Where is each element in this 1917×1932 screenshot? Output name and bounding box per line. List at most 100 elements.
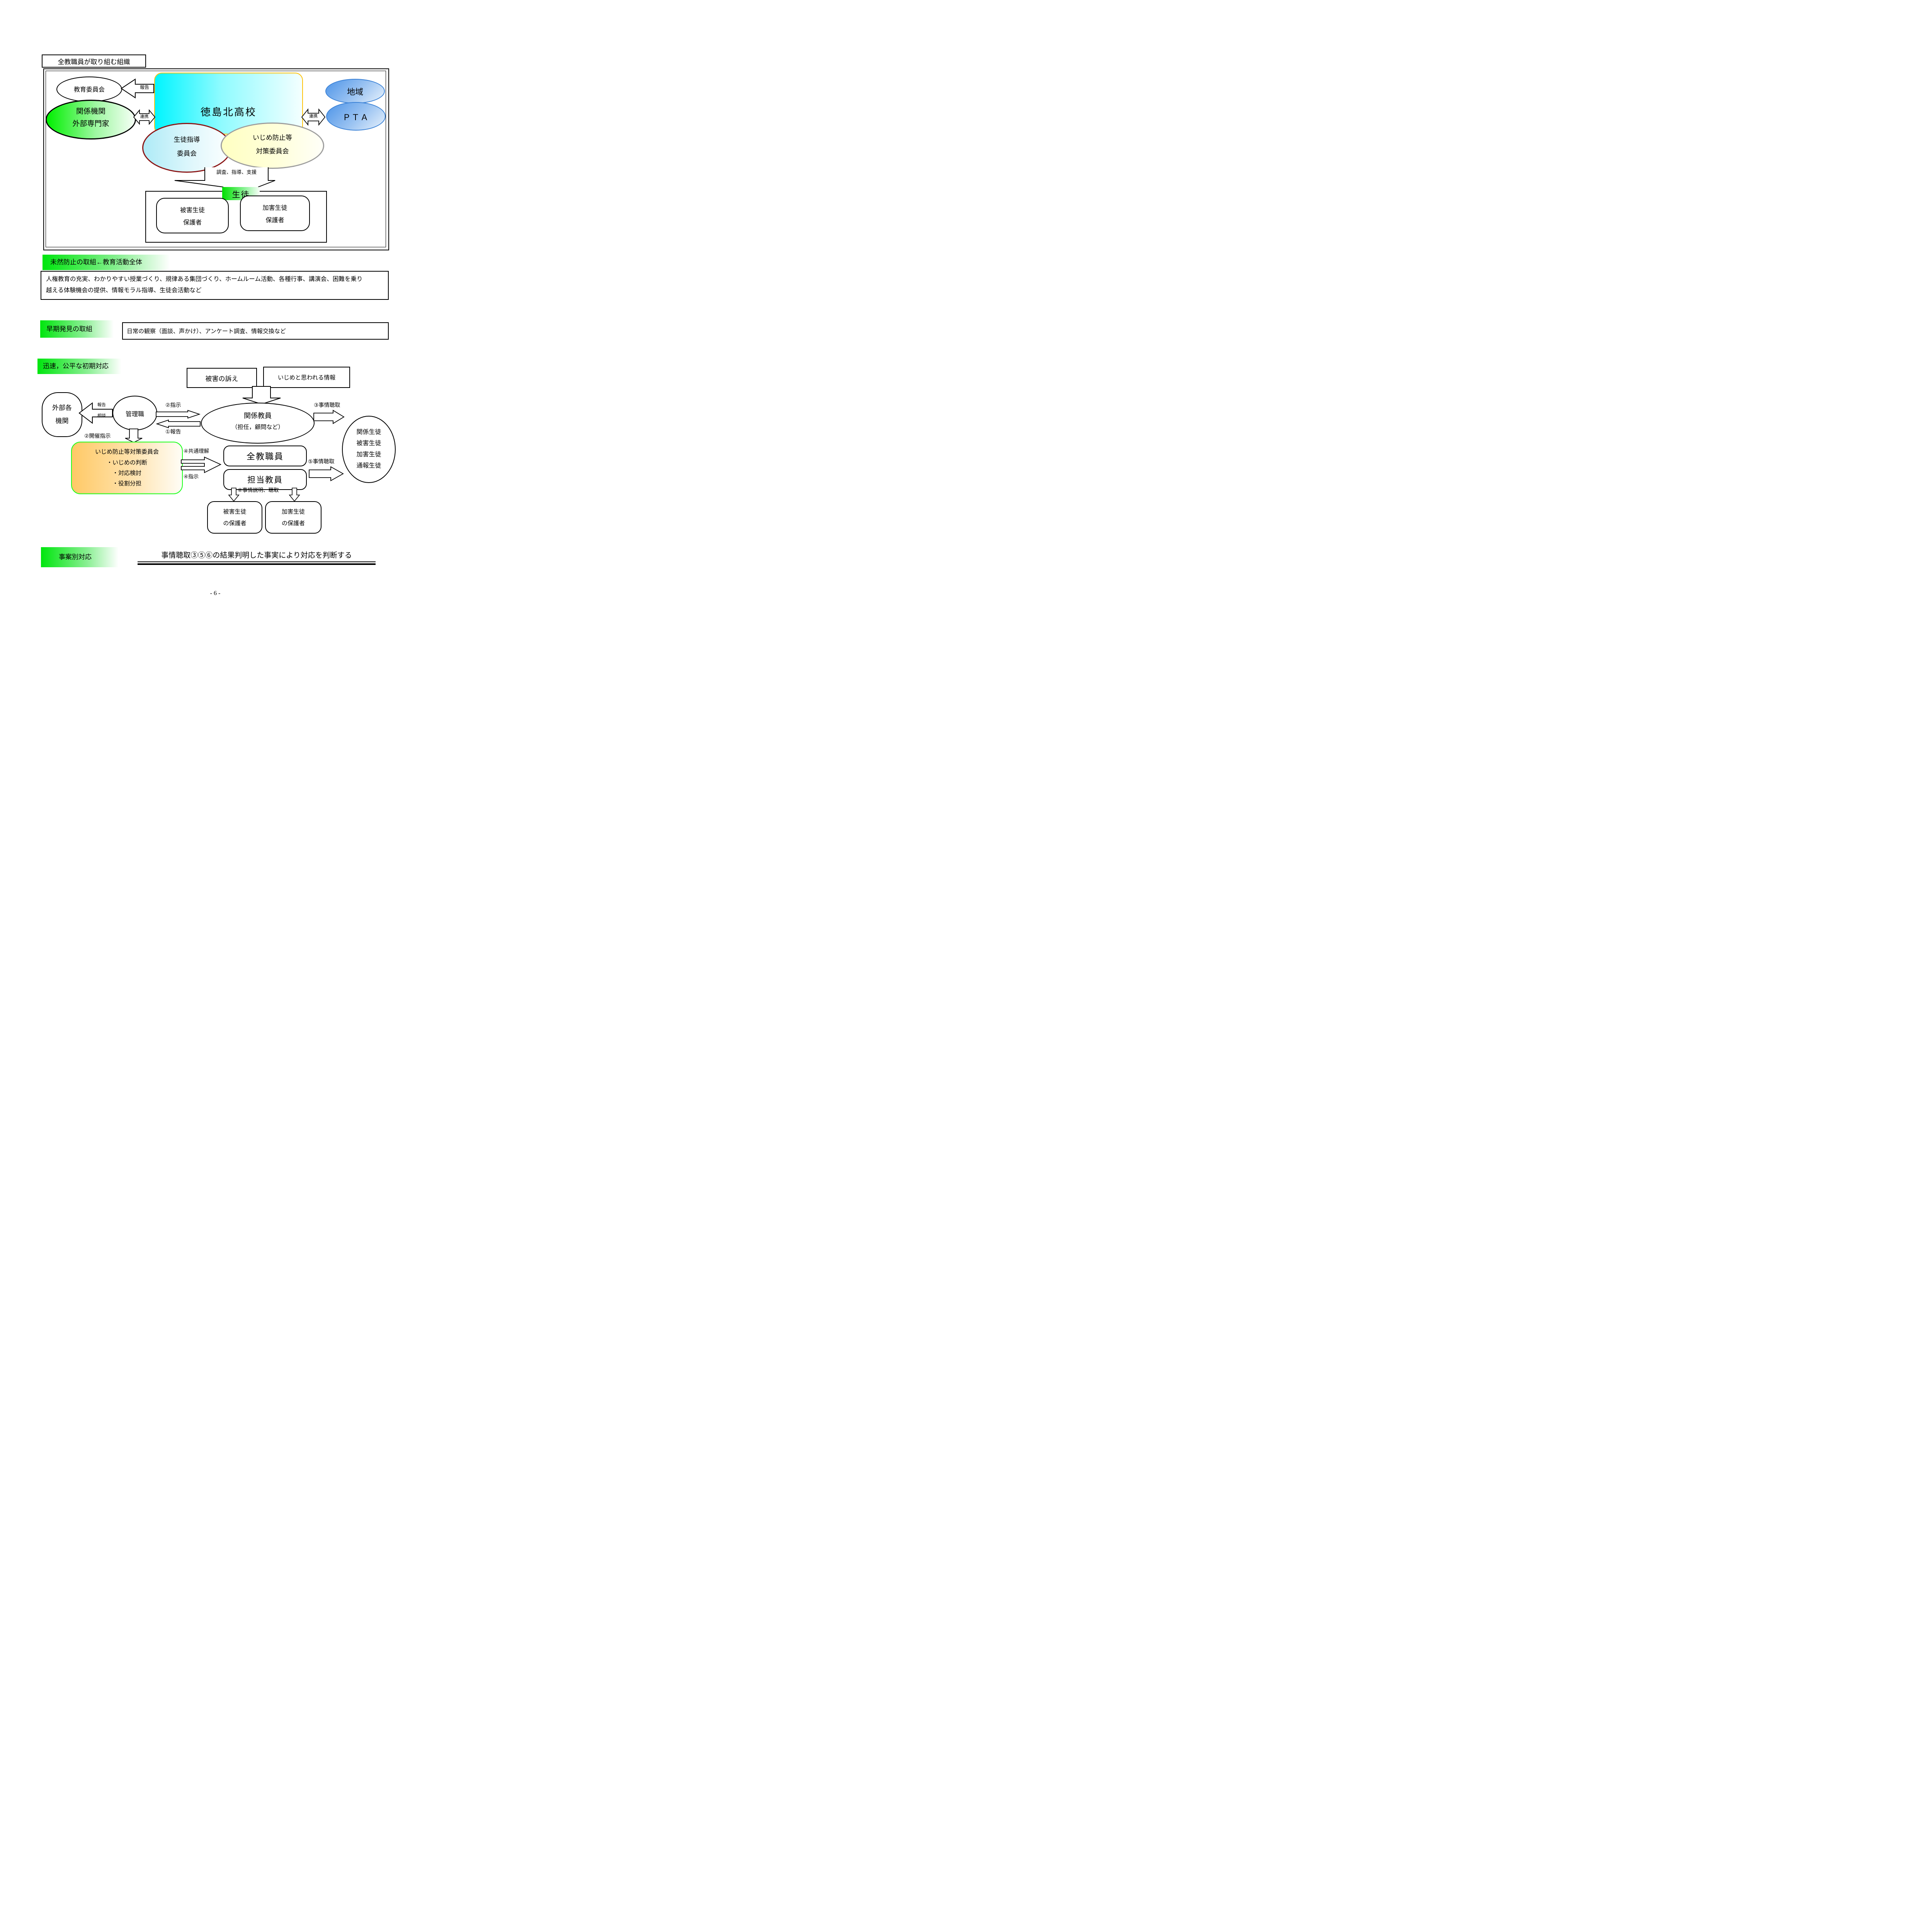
pta-label: ＰＴＡ bbox=[342, 113, 369, 122]
bullying-committee-ellipse: いじめ防止等 対策委員会 bbox=[221, 122, 324, 169]
victim-parents-box: 被害生徒 の保護者 bbox=[207, 501, 262, 534]
org-chart-frame-inner bbox=[46, 71, 386, 247]
common4-instruct4-arrow bbox=[181, 456, 222, 473]
victim-claim-label: 被害の訴え bbox=[205, 375, 238, 383]
guidance-committee-line1: 生徒指導 bbox=[173, 136, 200, 143]
management-down-arrow bbox=[125, 429, 143, 443]
all-staff-box: 全教職員 bbox=[223, 446, 307, 466]
related-teachers-line2: （担任，顧問など） bbox=[231, 424, 284, 430]
pta-ellipse: ＰＴＡ bbox=[326, 102, 386, 131]
report-consult-label1: 報告 bbox=[97, 403, 106, 407]
related-agencies-line2: 外部専門家 bbox=[72, 120, 109, 128]
perpetrator-guardian-line1: 加害生徒 bbox=[262, 205, 287, 211]
page-number: - 6 - bbox=[210, 590, 221, 597]
hearing5-arrow bbox=[309, 466, 344, 481]
related-agencies-line1: 関係機関 bbox=[76, 107, 105, 116]
prevention-body-box: 人権教育の充実、わかりやすい授業づくり、規律ある集団づくり、ホームルーム活動、各… bbox=[41, 271, 389, 300]
early-detection-heading: 早期発見の取組 bbox=[46, 325, 92, 333]
hearing3-label: ③事情聴取 bbox=[314, 402, 340, 408]
guidance-committee-ellipse: 生徒指導 委員会 bbox=[142, 123, 231, 173]
committee-item2: ・対応検討 bbox=[112, 470, 141, 476]
bullying-committee-line1: いじめ防止等 bbox=[253, 134, 292, 141]
school-name: 徳島北高校 bbox=[200, 106, 257, 118]
related-students-line2: 被害生徒 bbox=[356, 440, 381, 447]
org-chart-frame-outer bbox=[43, 68, 389, 250]
prevention-body-line1: 人権教育の充実、わかりやすい授業づくり、規律ある集団づくり、ホームルーム活動、各… bbox=[46, 276, 363, 282]
report1-arrow bbox=[156, 419, 201, 429]
report-consult-label2: 相談 bbox=[97, 413, 106, 418]
explain6-down-arrow-right bbox=[289, 488, 300, 502]
committee-item3: ・役割分担 bbox=[112, 480, 141, 487]
claims-down-arrow bbox=[242, 386, 281, 405]
teachers-in-charge-box: 担当教員 bbox=[223, 469, 307, 490]
related-students-line3: 加害生徒 bbox=[356, 451, 381, 458]
page-title: 全教職員が取り組む組織 bbox=[58, 58, 130, 66]
perpetrator-parents-box: 加害生徒 の保護者 bbox=[265, 501, 321, 534]
perpetrator-parents-line2: の保護者 bbox=[281, 520, 305, 527]
explain6-label: ⑥事情説明、聴取 bbox=[238, 487, 279, 493]
community-label: 地域 bbox=[347, 88, 363, 97]
victim-guardian-box: 被害生徒 保護者 bbox=[156, 198, 229, 233]
external-orgs-line1: 外部各 bbox=[52, 404, 72, 412]
bullying-info-box: いじめと思われる情報 bbox=[263, 367, 350, 388]
hearing3-arrow bbox=[313, 410, 345, 424]
instruct4-label: ④指示 bbox=[184, 474, 199, 480]
initial-response-heading-band: 迅速，公平な初期対応 bbox=[37, 359, 129, 374]
explain6-down-arrow-left bbox=[228, 488, 240, 502]
related-students-ellipse: 関係生徒 被害生徒 加害生徒 通報生徒 bbox=[342, 416, 396, 483]
report-arrow-label: 報告 bbox=[139, 85, 149, 90]
victim-parents-line2: の保護者 bbox=[223, 520, 247, 527]
related-students-line1: 関係生徒 bbox=[356, 429, 381, 435]
bullying-info-label: いじめと思われる情報 bbox=[277, 374, 336, 381]
related-teachers-line1: 関係教員 bbox=[244, 412, 272, 420]
cooperation-right-arrow bbox=[301, 108, 326, 126]
cooperation-left-label: 連携 bbox=[140, 114, 149, 119]
victim-guardian-line2: 保護者 bbox=[183, 219, 202, 226]
page-title-box: 全教職員が取り組む組織 bbox=[42, 54, 146, 68]
hearing5-label: ⑤事情聴取 bbox=[308, 458, 335, 464]
victim-parents-line1: 被害生徒 bbox=[223, 509, 247, 515]
management-label: 管理職 bbox=[125, 411, 144, 418]
statement-underline-thin bbox=[138, 561, 376, 562]
prevention-body-line2: 越える体験機会の提供、情報モラル指導、生徒会活動など bbox=[46, 287, 202, 294]
committee-item1: ・いじめの判断 bbox=[106, 459, 147, 466]
common4-label: ④共通理解 bbox=[184, 448, 209, 454]
guidance-committee-line2: 委員会 bbox=[177, 150, 197, 157]
document-page: 全教職員が取り組む組織 徳島北高校 教育委員会 報告 関係機関 外部専門家 連携… bbox=[0, 0, 430, 609]
perpetrator-guardian-box: 加害生徒 保護者 bbox=[240, 196, 310, 231]
instruct2-arrow bbox=[156, 410, 201, 419]
victim-claim-box: 被害の訴え bbox=[187, 368, 257, 388]
external-orgs-box: 外部各 機関 bbox=[42, 392, 82, 437]
cooperation-right-label: 連携 bbox=[309, 114, 318, 119]
actions-label: 調査、指導、支援 bbox=[216, 169, 257, 175]
cooperation-left-arrow bbox=[133, 109, 156, 125]
management-ellipse: 管理職 bbox=[112, 396, 157, 430]
early-detection-body: 日常の観察（面談、声かけ）、アンケート調査、情報交換など bbox=[127, 328, 286, 335]
case-response-statement: 事情聴取③⑤⑥の結果判明した事実により対応を判断する bbox=[161, 551, 352, 560]
committee-box: いじめ防止等対策委員会 ・いじめの判断 ・対応検討 ・役割分担 bbox=[71, 442, 183, 494]
all-staff-label: 全教職員 bbox=[246, 452, 284, 461]
case-response-heading: 事案別対応 bbox=[59, 553, 92, 561]
board-of-education-label: 教育委員会 bbox=[73, 87, 105, 93]
board-of-education-ellipse: 教育委員会 bbox=[56, 77, 122, 102]
related-agencies-ellipse: 関係機関 外部専門家 bbox=[46, 100, 136, 139]
actions-funnel-arrow bbox=[174, 167, 276, 187]
early-detection-heading-band: 早期発見の取組 bbox=[40, 320, 120, 338]
early-detection-body-box: 日常の観察（面談、声かけ）、アンケート調査、情報交換など bbox=[122, 322, 389, 340]
teachers-in-charge-label: 担当教員 bbox=[247, 476, 283, 485]
statement-underline-thick bbox=[138, 563, 376, 565]
perpetrator-parents-line1: 加害生徒 bbox=[281, 509, 305, 515]
report1-label: ①報告 bbox=[165, 429, 181, 435]
prevention-heading-band: 未然防止の取組←教育活動全体 bbox=[43, 255, 181, 270]
initial-response-heading: 迅速，公平な初期対応 bbox=[43, 362, 109, 370]
bullying-committee-line2: 対策委員会 bbox=[256, 148, 289, 155]
community-ellipse: 地域 bbox=[325, 79, 385, 104]
convene2-label: ②開催指示 bbox=[84, 433, 111, 439]
report-arrow bbox=[121, 78, 154, 99]
related-teachers-ellipse: 関係教員 （担任，顧問など） bbox=[201, 403, 315, 444]
prevention-heading: 未然防止の取組←教育活動全体 bbox=[50, 259, 142, 266]
perpetrator-guardian-line2: 保護者 bbox=[265, 217, 284, 224]
related-students-line4: 通報生徒 bbox=[356, 463, 381, 469]
instruct2-label: ②指示 bbox=[165, 402, 181, 408]
committee-title: いじめ防止等対策委員会 bbox=[95, 449, 159, 455]
